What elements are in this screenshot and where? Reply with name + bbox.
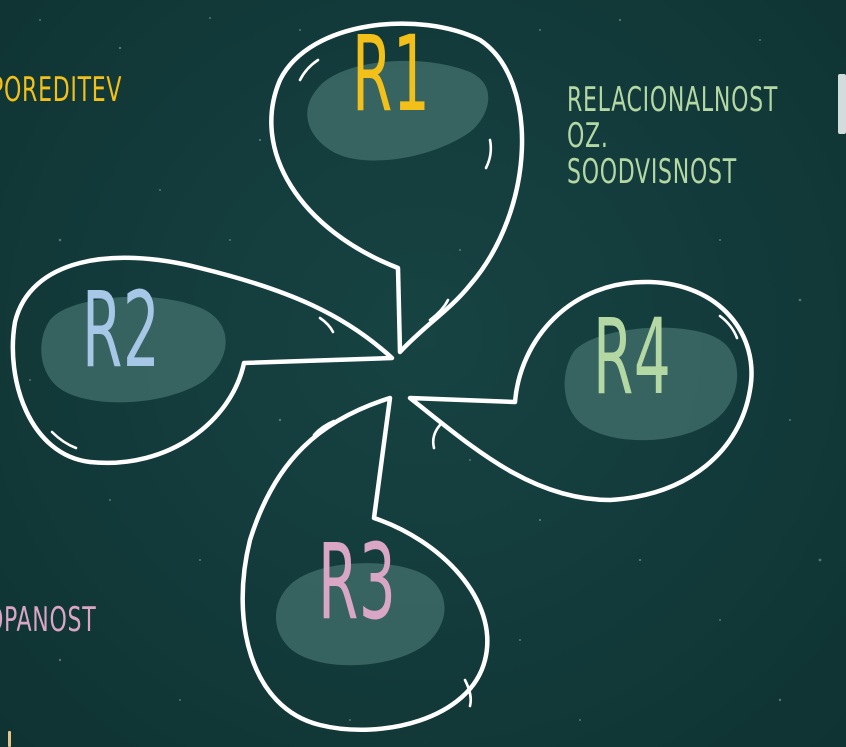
side-label-r4-line-2: OZ. <box>567 116 609 156</box>
side-label-r4-line-1: RELACIONALNOST <box>567 80 778 120</box>
scribble-r3 <box>276 563 445 666</box>
side-label-r4: RELACIONALNOST OZ. SOODVISNOST <box>567 82 778 190</box>
side-label-r3-line: OPANOST <box>0 600 97 640</box>
outline-r2 <box>10 255 395 466</box>
right-edge-chalk-mark <box>838 74 846 134</box>
bottom-chalk-mark <box>8 731 11 747</box>
side-label-r1: POREDITEV <box>0 72 122 108</box>
scribble-r2 <box>41 296 226 403</box>
scribble-fills <box>41 60 738 666</box>
node-label-r1: R1 <box>352 22 430 126</box>
outline-r1 <box>269 21 525 355</box>
node-label-r3: R3 <box>318 530 396 634</box>
highlight-strokes <box>50 58 739 708</box>
node-text-r1: R1 <box>352 13 431 135</box>
node-text-r3: R3 <box>318 521 397 643</box>
node-label-r2: R2 <box>82 278 160 382</box>
blob-outlines <box>10 21 754 733</box>
side-label-r3: OPANOST <box>0 602 96 638</box>
side-label-r1-line: POREDITEV <box>0 70 123 110</box>
scribble-r4 <box>564 327 738 441</box>
node-text-r4: R4 <box>593 296 672 418</box>
scribble-r1 <box>307 60 489 161</box>
outline-r3 <box>240 395 490 733</box>
node-label-r4: R4 <box>593 305 671 409</box>
node-text-r2: R2 <box>82 269 161 391</box>
outline-r4 <box>407 279 754 503</box>
side-label-r4-line-3: SOODVISNOST <box>567 152 737 192</box>
